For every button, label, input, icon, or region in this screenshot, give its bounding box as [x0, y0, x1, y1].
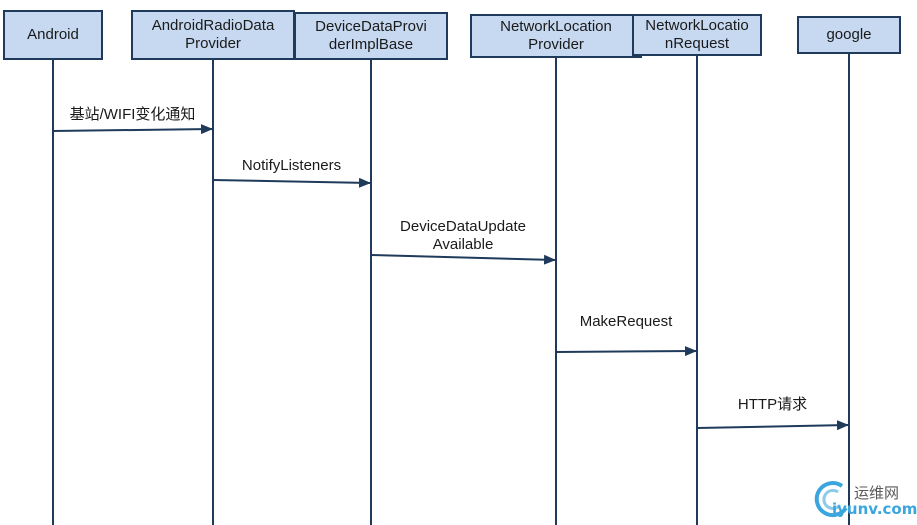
message-arrow-nlp-to-nlr: [555, 346, 697, 357]
participant-android-radio-data-provider: AndroidRadioData Provider: [131, 10, 295, 60]
message-label-http-request: HTTP请求: [737, 396, 808, 413]
message-label-device-data-update-available: DeviceDataUpdate Available: [400, 218, 526, 253]
watermark-site-name: 运维网: [854, 485, 900, 502]
watermark-swirl-icon: [814, 481, 848, 518]
participant-network-location-provider: NetworkLocation Provider: [470, 14, 642, 58]
participant-device-data-provider-impl-base: DeviceDataProvi derImplBase: [294, 12, 448, 60]
message-arrow-impl-to-nlp: [370, 254, 556, 265]
participant-android: Android: [3, 10, 103, 60]
message-arrow-android-to-radio: [52, 124, 213, 135]
message-label-cell-wifi-change: 基站/WIFI变化通知: [69, 106, 196, 123]
watermark-logo: 运维网 iyunv.com: [812, 478, 917, 522]
watermark-domain: iyunv.com: [832, 500, 917, 518]
participant-google: google: [797, 16, 901, 54]
message-arrow-radio-to-impl: [212, 177, 371, 188]
message-label-make-request: MakeRequest: [579, 313, 673, 330]
message-label-notify-listeners: NotifyListeners: [241, 157, 342, 174]
message-arrow-nlr-to-google: [696, 420, 849, 431]
participant-network-location-request: NetworkLocatio nRequest: [632, 14, 762, 56]
